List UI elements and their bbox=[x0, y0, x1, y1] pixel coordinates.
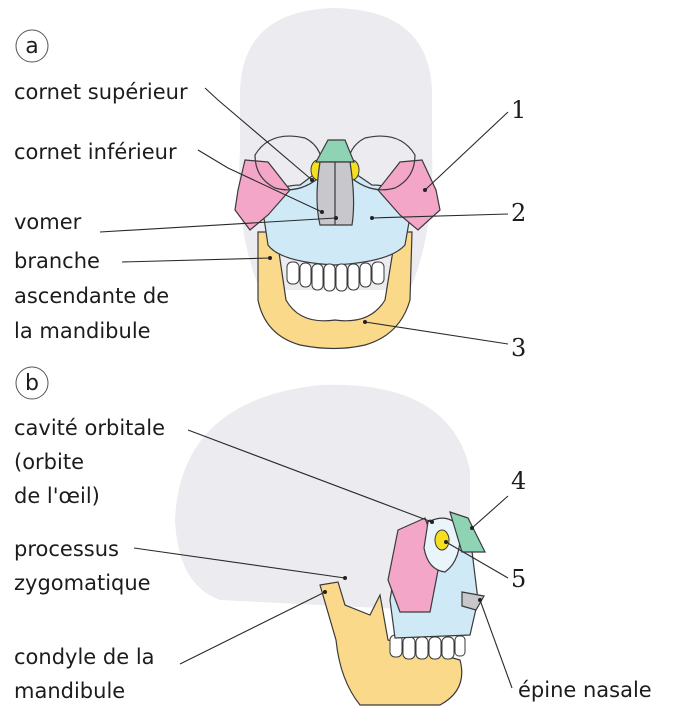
leader-dot bbox=[423, 188, 427, 192]
leader-condyle bbox=[180, 592, 325, 664]
label-processus-2: zygomatique bbox=[14, 571, 151, 595]
number-1: 1 bbox=[511, 96, 526, 124]
panel-b: b cavité orbitale (orbite de l'œil) proc… bbox=[14, 367, 652, 705]
label-branche-2: ascendante de bbox=[14, 284, 169, 308]
number-3: 3 bbox=[511, 334, 526, 362]
leader-dot bbox=[470, 526, 474, 530]
leader-dot bbox=[430, 520, 434, 524]
label-condyle-1: condyle de la bbox=[14, 645, 155, 669]
number-5: 5 bbox=[511, 565, 526, 593]
label-vomer: vomer bbox=[14, 210, 82, 234]
leader-dot bbox=[310, 178, 314, 182]
lacrimal-side bbox=[435, 530, 449, 550]
leader-dot bbox=[343, 576, 347, 580]
label-cavite-3: de l'œil) bbox=[14, 484, 100, 508]
label-cavite-1: cavité orbitale bbox=[14, 416, 165, 440]
leader-4 bbox=[472, 496, 508, 528]
panel-a-letter: a bbox=[25, 34, 38, 59]
number-2: 2 bbox=[511, 199, 526, 227]
label-branche-1: branche bbox=[14, 249, 100, 273]
leader-epine bbox=[480, 600, 512, 688]
leader-dot bbox=[478, 598, 482, 602]
teeth-side bbox=[390, 635, 465, 659]
label-cornet-inferieur: cornet inférieur bbox=[14, 140, 177, 164]
leader-dot bbox=[334, 216, 338, 220]
leader-1 bbox=[425, 112, 508, 190]
leader-dot bbox=[370, 216, 374, 220]
label-processus-1: processus bbox=[14, 537, 119, 561]
number-4: 4 bbox=[511, 467, 526, 495]
panel-b-letter: b bbox=[25, 371, 39, 396]
panel-a: a cornet supérieur cornet inférieur vome… bbox=[14, 8, 526, 362]
leader-dot bbox=[268, 256, 272, 260]
label-condyle-2: mandibule bbox=[14, 679, 125, 703]
leader-dot bbox=[444, 540, 448, 544]
label-epine-nasale: épine nasale bbox=[518, 678, 652, 702]
leader-dot bbox=[320, 210, 324, 214]
leader-branche bbox=[122, 258, 270, 262]
label-cornet-superieur: cornet supérieur bbox=[14, 80, 188, 104]
leader-dot bbox=[323, 590, 327, 594]
label-cavite-2: (orbite bbox=[14, 450, 84, 474]
leader-dot bbox=[363, 320, 367, 324]
label-branche-3: la mandibule bbox=[14, 319, 151, 343]
